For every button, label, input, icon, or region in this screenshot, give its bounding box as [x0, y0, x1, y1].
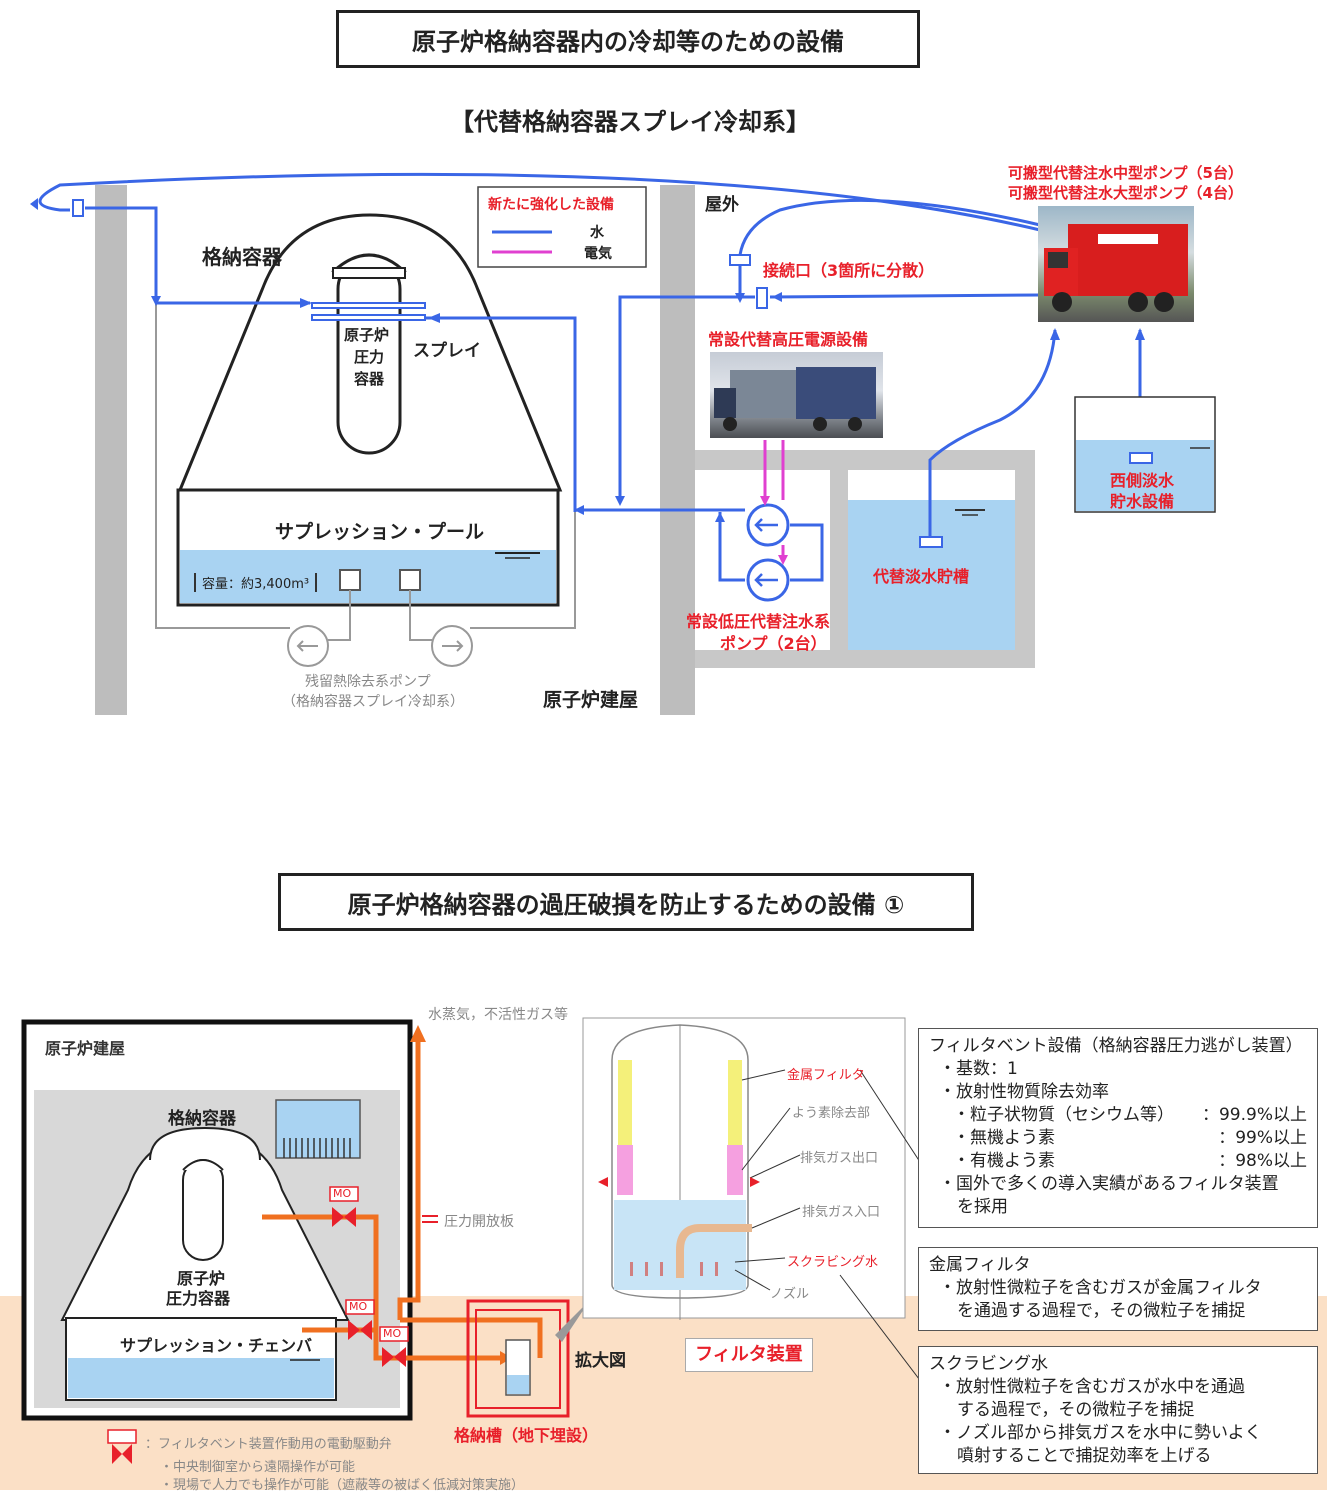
- storage-tank-label: 格納槽（地下埋設）: [454, 1426, 599, 1445]
- part-scrubbing-water: スクラビング水: [787, 1255, 879, 1270]
- spray-label: スプレイ: [413, 341, 481, 361]
- bottom-pcv-label: 格納容器: [168, 1109, 236, 1129]
- info-metal-filter: 金属フィルタ ・放射性微粒子を含むガスが金属フィルタ を通過する過程で，その微粒…: [918, 1247, 1318, 1331]
- info1-heading: フィルタベント設備（格納容器圧力逃がし装置）: [929, 1036, 1303, 1056]
- suppression-pool-label: サプレッション・プール: [275, 521, 485, 543]
- hv-power-truck-photo: [710, 352, 883, 438]
- bottom-title: 原子炉格納容器の過圧破損を防止するための設備 ①: [278, 873, 974, 931]
- info2-line-1: ・放射性微粒子を含むガスが金属フィルタ: [939, 1278, 1262, 1298]
- filter-unit-label: フィルタ装置: [685, 1338, 813, 1372]
- portable-pump-label-1: 可搬型代替注水中型ポンプ（5台）: [1008, 164, 1243, 182]
- mo-label-3: MO: [383, 1327, 402, 1340]
- info3-line-2: する過程で，その微粒子を捕捉: [957, 1400, 1195, 1420]
- capacity-label: 容量：約3,400m³: [194, 573, 318, 592]
- info1-row-value: ：98%以上: [1218, 1151, 1307, 1171]
- suppression-chamber-label: サプレッション・チェンバ: [120, 1336, 313, 1355]
- info1-row-inorganic-iodine: ・無機よう素 ：99%以上: [929, 1127, 1307, 1150]
- legend-water: 水: [590, 225, 604, 241]
- portable-pump-truck-photo: [1038, 206, 1194, 322]
- zoom-label: 拡大図: [575, 1351, 626, 1371]
- hv-power-label: 常設代替高圧電源設備: [708, 330, 869, 349]
- part-metal-filter: 金属フィルタ: [787, 1068, 865, 1083]
- legend-heading: 新たに強化した設備: [488, 197, 614, 213]
- reactor-building-label: 原子炉建屋: [543, 689, 639, 711]
- info1-efficiency-heading: ・放射性物質除去効率: [939, 1082, 1109, 1102]
- legend-mo-text: ：フィルタベント装置作動用の電動駆動弁: [145, 1437, 392, 1452]
- info1-row-organic-iodine: ・有機よう素 ：98%以上: [929, 1150, 1307, 1173]
- mo-label-2: MO: [349, 1300, 368, 1313]
- portable-pump-label-2: 可搬型代替注水大型ポンプ（4台）: [1008, 184, 1243, 202]
- rpv-label-1: 原子炉: [344, 326, 390, 344]
- west-tank-label-1: 西側淡水: [1110, 471, 1175, 490]
- fw-tank-label: 代替淡水貯槽: [873, 567, 970, 586]
- info-scrubbing-water: スクラビング水 ・放射性微粒子を含むガスが水中を通過 する過程で，その微粒子を捕…: [918, 1346, 1318, 1474]
- info1-note-2: を採用: [957, 1197, 1008, 1217]
- rupture-disk-label: 圧力開放板: [444, 1214, 514, 1230]
- info3-heading: スクラビング水: [929, 1354, 1048, 1374]
- info3-line-3: ・ノズル部から排気ガスを水中に勢いよく: [939, 1423, 1262, 1443]
- info1-row-cesium: ・粒子状物質（セシウム等） ：99.9%以上: [929, 1104, 1307, 1127]
- legend-note-2: ・現場で人力でも操作が可能（遮蔽等の被ばく低減対策実施）: [160, 1478, 525, 1493]
- connection-label: 接続口（3箇所に分散）: [763, 261, 935, 280]
- info1-row-value: ：99%以上: [1218, 1128, 1307, 1148]
- info1-count: ・基数：1: [939, 1059, 1018, 1079]
- legend-note-1: ・中央制御室から遠隔操作が可能: [160, 1460, 356, 1475]
- rhr-pump-label-2: （格納容器スプレイ冷却系）: [282, 694, 464, 710]
- outdoor-label: 屋外: [705, 195, 739, 215]
- top-title: 原子炉格納容器内の冷却等のための設備: [336, 10, 920, 68]
- top-subtitle: 【代替格納容器スプレイ冷却系】: [450, 108, 810, 136]
- bottom-rpv-label-1: 原子炉: [177, 1269, 226, 1288]
- info1-row-name: ・有機よう素: [953, 1151, 1055, 1171]
- info1-row-name: ・無機よう素: [953, 1128, 1055, 1148]
- rhr-pump-label-1: 残留熱除去系ポンプ: [305, 674, 431, 690]
- info3-line-4: 噴射することで捕捉効率を上げる: [957, 1446, 1212, 1466]
- part-iodine-removal: よう素除去部: [792, 1106, 871, 1121]
- part-gas-outlet: 排気ガス出口: [800, 1151, 879, 1166]
- rpv-label-2: 圧力: [354, 348, 385, 366]
- part-gas-inlet: 排気ガス入口: [802, 1205, 881, 1220]
- info3-line-1: ・放射性微粒子を含むガスが水中を通過: [939, 1377, 1245, 1397]
- bottom-rpv-label-2: 圧力容器: [166, 1289, 231, 1308]
- bottom-reactor-building-label: 原子炉建屋: [45, 1039, 126, 1058]
- rpv-label-3: 容器: [354, 370, 385, 388]
- part-nozzle: ノズル: [770, 1287, 810, 1302]
- lp-pump-label-1: 常設低圧代替注水系: [686, 612, 831, 631]
- pcv-label: 格納容器: [202, 245, 282, 269]
- legend-electric: 電気: [584, 246, 612, 262]
- exhaust-label: 水蒸気，不活性ガス等: [428, 1007, 568, 1023]
- info2-heading: 金属フィルタ: [929, 1255, 1031, 1275]
- lp-pump-label-2: ポンプ（2台）: [720, 634, 827, 653]
- info1-row-value: ：99.9%以上: [1201, 1105, 1307, 1125]
- info1-row-name: ・粒子状物質（セシウム等）: [953, 1105, 1174, 1125]
- west-tank-label-2: 貯水設備: [1110, 492, 1175, 511]
- info2-line-2: を通過する過程で，その微粒子を捕捉: [957, 1301, 1246, 1321]
- mo-label-1: MO: [333, 1187, 352, 1200]
- info-filtered-vent: フィルタベント設備（格納容器圧力逃がし装置） ・基数：1 ・放射性物質除去効率 …: [918, 1028, 1318, 1228]
- info1-note-1: ・国外で多くの導入実績があるフィルタ装置: [939, 1174, 1279, 1194]
